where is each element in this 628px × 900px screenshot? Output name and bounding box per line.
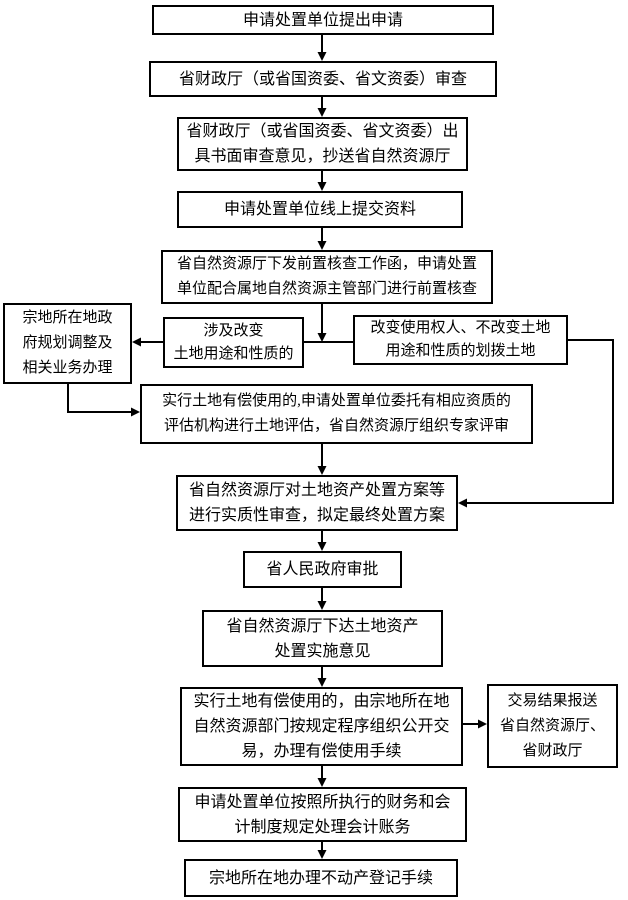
arrow-gov-approve-to-implement bbox=[317, 588, 327, 610]
node-online-material-submission: 申请处置单位线上提交资料 bbox=[177, 191, 463, 228]
node-branch-change-of-land-use: 涉及改变 土地用途和性质的 bbox=[163, 317, 304, 368]
arrow-branch-change-to-gov-planning bbox=[132, 337, 163, 347]
node-accounting-treatment: 申请处置单位按照所执行的财务和会 计制度规定处理会计账务 bbox=[178, 787, 467, 842]
node-apply-request: 申请处置单位提出申请 bbox=[152, 5, 494, 35]
arrow-online-submit-to-precheck bbox=[317, 228, 327, 250]
arrow-evaluation-to-plan-review bbox=[317, 444, 327, 475]
node-disposal-plan-substantive-review: 省自然资源厅对土地资产处置方案等 进行实质性审查，拟定最终处置方案 bbox=[176, 475, 458, 531]
arrow-precheck-to-branch-junction bbox=[304, 304, 353, 343]
node-local-gov-planning-adjustment: 宗地所在地政 府规划调整及 相关业务办理 bbox=[3, 303, 132, 384]
node-real-estate-registration: 宗地所在地办理不动产登记手续 bbox=[184, 859, 458, 897]
arrow-trade-to-trade-report bbox=[463, 719, 487, 729]
arrow-plan-review-to-gov-approve bbox=[317, 531, 327, 551]
arrow-accounting-to-registration bbox=[317, 842, 327, 859]
node-written-review-opinion: 省财政厅（或省国资委、省文资委）出 具书面审查意见，抄送省自然资源厅 bbox=[177, 117, 468, 171]
arrow-apply-to-finance-review bbox=[317, 35, 327, 61]
node-provincial-government-approval: 省人民政府审批 bbox=[243, 551, 402, 588]
arrow-trade-to-accounting bbox=[317, 766, 327, 787]
arrow-finance-review-to-written-opinion bbox=[317, 97, 327, 117]
node-finance-dept-review: 省财政厅（或省国资委、省文资委）审查 bbox=[149, 61, 497, 97]
arrow-gov-planning-to-evaluation bbox=[67, 384, 140, 417]
node-public-trading-paid-use: 实行土地有偿使用的，由宗地所在地 自然资源部门按规定程序组织公开交 易，办理有偿… bbox=[180, 687, 463, 766]
node-trade-result-report: 交易结果报送 省自然资源厅、 省财政厅 bbox=[487, 684, 618, 768]
node-pre-check-work-letter: 省自然资源厅下发前置核查工作函，申请处置 单位配合属地自然资源主管部门进行前置核… bbox=[161, 250, 493, 304]
node-implementation-opinion-issued: 省自然资源厅下达土地资产 处置实施意见 bbox=[202, 610, 443, 667]
arrow-implement-to-trade bbox=[317, 667, 327, 687]
arrow-written-opinion-to-online-submit bbox=[317, 171, 327, 191]
node-branch-no-change-of-land-use: 改变使用权人、不改变土地 用途和性质的划拨土地 bbox=[353, 315, 568, 365]
node-land-evaluation-expert-review: 实行土地有偿使用的,申请处置单位委托有相应资质的 评估机构进行土地评估，省自然资… bbox=[140, 384, 533, 444]
arrow-branch-nochange-to-plan-review bbox=[458, 339, 614, 508]
